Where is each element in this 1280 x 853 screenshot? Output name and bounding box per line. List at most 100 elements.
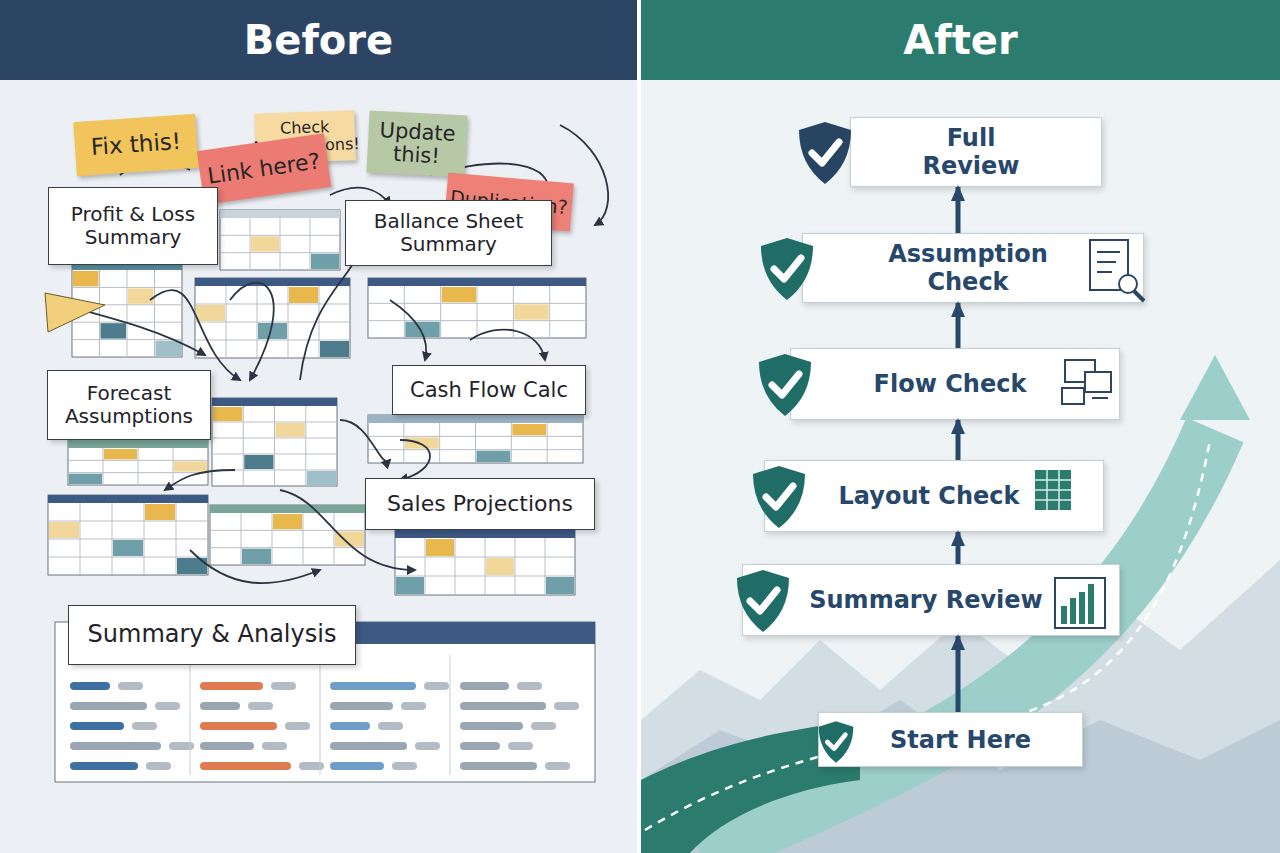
panel-header bbox=[340, 622, 595, 644]
node-text: Profit & Loss Summary bbox=[57, 203, 209, 249]
text-bar bbox=[554, 702, 579, 710]
grid-line bbox=[154, 270, 155, 357]
grid-line bbox=[250, 218, 251, 270]
node-text: Summary & Analysis bbox=[88, 621, 337, 649]
panel-divider bbox=[190, 655, 191, 775]
grid-line bbox=[173, 448, 174, 485]
text-bar bbox=[70, 702, 147, 710]
grid-cell bbox=[396, 577, 424, 594]
check-shield bbox=[761, 238, 813, 300]
grid-cell bbox=[145, 504, 175, 520]
tangle-arrow bbox=[190, 550, 320, 583]
document-icon bbox=[1090, 240, 1144, 301]
grid-cell bbox=[73, 271, 99, 286]
text-bar bbox=[70, 742, 161, 750]
grid-cell bbox=[405, 437, 439, 448]
grid-cell bbox=[289, 287, 318, 303]
grid-cell bbox=[426, 539, 454, 556]
grid-cell bbox=[174, 461, 207, 471]
process-box: Assumption Check bbox=[802, 233, 1144, 303]
text-bar bbox=[508, 742, 533, 750]
tangle-arrow bbox=[165, 470, 235, 490]
panel-divider bbox=[320, 655, 321, 775]
text-bar bbox=[70, 722, 124, 730]
text-bar bbox=[262, 742, 287, 750]
grid-line bbox=[305, 406, 306, 486]
node-text: Full Review bbox=[911, 124, 1031, 180]
text-bar bbox=[271, 682, 296, 690]
left-panel bbox=[0, 0, 637, 853]
grid-line bbox=[243, 406, 244, 486]
grid-cell bbox=[311, 254, 339, 269]
right-panel bbox=[641, 0, 1280, 853]
text-bar bbox=[330, 742, 407, 750]
tangle-arrow bbox=[400, 440, 430, 480]
grid-cell bbox=[69, 474, 102, 484]
grid-line bbox=[48, 539, 208, 540]
node-text: Fix this! bbox=[90, 129, 182, 161]
tangle-arrow bbox=[340, 420, 390, 461]
grid-line bbox=[68, 460, 208, 461]
computer-icon bbox=[1062, 360, 1111, 404]
grid-line bbox=[547, 423, 548, 463]
process-box: Summary Review bbox=[742, 564, 1120, 636]
grid-line bbox=[72, 339, 182, 340]
grid-line bbox=[127, 270, 128, 357]
text-bar bbox=[200, 682, 263, 690]
grid-line bbox=[99, 270, 100, 357]
grid-line bbox=[241, 513, 242, 565]
spreadsheet-grid bbox=[210, 505, 365, 565]
spreadsheet-grid bbox=[68, 440, 208, 485]
grid-line bbox=[395, 576, 575, 577]
node-text: Summary Review bbox=[809, 586, 1043, 614]
grid-line bbox=[477, 286, 478, 338]
text-bar bbox=[517, 682, 542, 690]
grid-line bbox=[48, 557, 208, 558]
check-shield bbox=[799, 122, 851, 184]
dashed-path bbox=[645, 440, 1210, 830]
node-text: Layout Check bbox=[839, 482, 1020, 510]
grid-line bbox=[545, 538, 546, 595]
grid-line bbox=[210, 547, 365, 548]
grid-header bbox=[368, 278, 586, 286]
divider bbox=[637, 0, 641, 853]
check-shield bbox=[753, 466, 805, 528]
sticky-corner bbox=[45, 293, 105, 332]
flow-arrow bbox=[956, 636, 961, 712]
grid-line bbox=[368, 436, 583, 437]
node-text: Before bbox=[244, 17, 393, 63]
node-text: After bbox=[903, 17, 1017, 63]
flow-arrow bbox=[956, 420, 961, 460]
grid-line bbox=[485, 538, 486, 595]
grid-cell bbox=[49, 522, 79, 538]
grid-line bbox=[303, 513, 304, 565]
tangle-arrow bbox=[470, 330, 545, 360]
sheet-label: Forecast Assumptions bbox=[47, 370, 211, 440]
sticky-note: Update this! bbox=[366, 110, 467, 177]
grid-line bbox=[511, 423, 512, 463]
grid-line bbox=[138, 448, 139, 485]
grid-line bbox=[425, 538, 426, 595]
node-text: Update this! bbox=[373, 119, 461, 170]
grid-line bbox=[403, 423, 404, 463]
grid-cell bbox=[251, 236, 279, 251]
text-bar bbox=[415, 742, 440, 750]
grid-cell bbox=[156, 341, 182, 356]
grid-line bbox=[103, 448, 104, 485]
sheet-label: Sales Projections bbox=[365, 478, 595, 530]
grid-line bbox=[195, 304, 350, 305]
spreadsheet-grid bbox=[48, 495, 208, 575]
grid-line bbox=[272, 513, 273, 565]
process-box: Layout Check bbox=[764, 460, 1104, 532]
grid-line bbox=[195, 340, 350, 341]
grid-line bbox=[212, 454, 337, 455]
grid-line bbox=[72, 287, 182, 288]
grid-cell bbox=[242, 549, 271, 564]
node-text: Sales Projections bbox=[387, 491, 573, 516]
text-bar bbox=[70, 762, 138, 770]
node-text: Link here? bbox=[206, 149, 322, 189]
text-bar bbox=[531, 722, 556, 730]
header-band: Before bbox=[0, 0, 637, 80]
grid-cell bbox=[486, 558, 514, 575]
